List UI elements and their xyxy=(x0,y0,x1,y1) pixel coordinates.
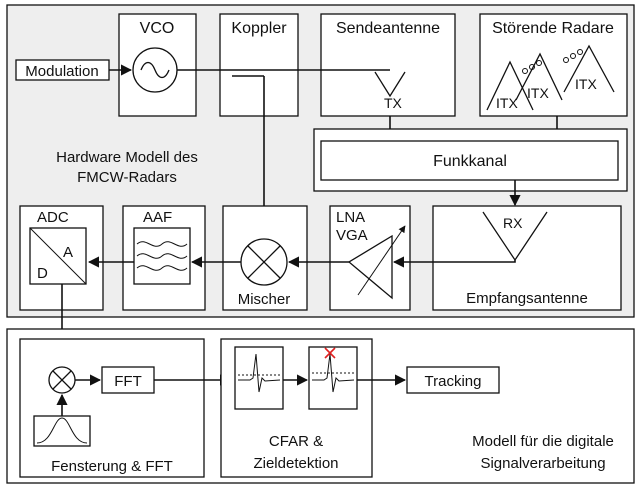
stoerende-radare-block: Störende Radare ITX ITX ITX xyxy=(479,13,628,117)
koppler-label: Koppler xyxy=(231,20,287,37)
itx-label-3: ITX xyxy=(575,76,597,92)
rx-label: RX xyxy=(503,215,523,231)
hardware-model-caption-line2: FMCW-Radars xyxy=(77,169,177,186)
interferer-antenna-icon xyxy=(515,52,563,101)
funkkanal-block xyxy=(320,140,619,181)
sendeantenne-block: Sendeantenne TX xyxy=(320,13,456,117)
interferer-antenna-icon xyxy=(563,44,615,93)
fft-box xyxy=(101,366,155,394)
tracking-label: Tracking xyxy=(425,373,482,390)
fensterung-fft-block: FFT Fensterung & FFT xyxy=(19,338,205,478)
lna-label: LNA xyxy=(336,209,365,226)
tracking-box xyxy=(406,366,500,394)
digital-model-caption-line1: Modell für die digitale xyxy=(472,433,614,450)
adc-label: ADC xyxy=(37,209,69,226)
cfar-label-line1: CFAR & xyxy=(269,433,323,450)
vco-label: VCO xyxy=(140,20,175,37)
vga-label: VGA xyxy=(336,227,368,244)
itx-label-1: ITX xyxy=(496,95,518,111)
sendeantenne-label: Sendeantenne xyxy=(336,20,440,37)
fensterung-label: Fensterung & FFT xyxy=(51,458,173,475)
fft-label: FFT xyxy=(114,373,142,390)
empfangsantenne-label: Empfangsantenne xyxy=(466,290,588,307)
mischer-label: Mischer xyxy=(238,291,291,308)
spectrum-icon xyxy=(234,346,284,410)
interferer-antenna-icon xyxy=(486,60,534,111)
radiation-waves-icon xyxy=(522,49,583,74)
cfar-block: CFAR & Zieldetektion xyxy=(220,338,373,478)
amplifier-icon xyxy=(347,234,393,300)
adc-a-label: A xyxy=(63,244,73,261)
modulation-label: Modulation xyxy=(25,63,98,80)
mischer-block: Mischer xyxy=(222,205,308,311)
digital-model-caption-line2: Signalverarbeitung xyxy=(480,455,605,472)
lna-vga-block: LNA VGA xyxy=(329,205,411,311)
aaf-block: AAF xyxy=(122,205,206,311)
empfangsantenne-block: RX Empfangsantenne xyxy=(432,205,622,311)
funkkanal-label: Funkkanal xyxy=(433,153,507,170)
aaf-label: AAF xyxy=(143,209,172,226)
vco-block: VCO xyxy=(118,13,197,117)
itx-label-2: ITX xyxy=(527,85,549,101)
koppler-block: Koppler xyxy=(219,13,299,117)
cfar-label-line2: Zieldetektion xyxy=(253,455,338,472)
adc-d-label: D xyxy=(37,265,48,282)
rx-to-lna-arrow xyxy=(392,256,516,268)
tx-label: TX xyxy=(384,95,403,111)
stoerende-radare-label: Störende Radare xyxy=(492,20,614,37)
tx-antenna-icon xyxy=(374,71,406,98)
detection-icon xyxy=(308,346,358,410)
hardware-model-caption-line1: Hardware Modell des xyxy=(56,149,198,166)
